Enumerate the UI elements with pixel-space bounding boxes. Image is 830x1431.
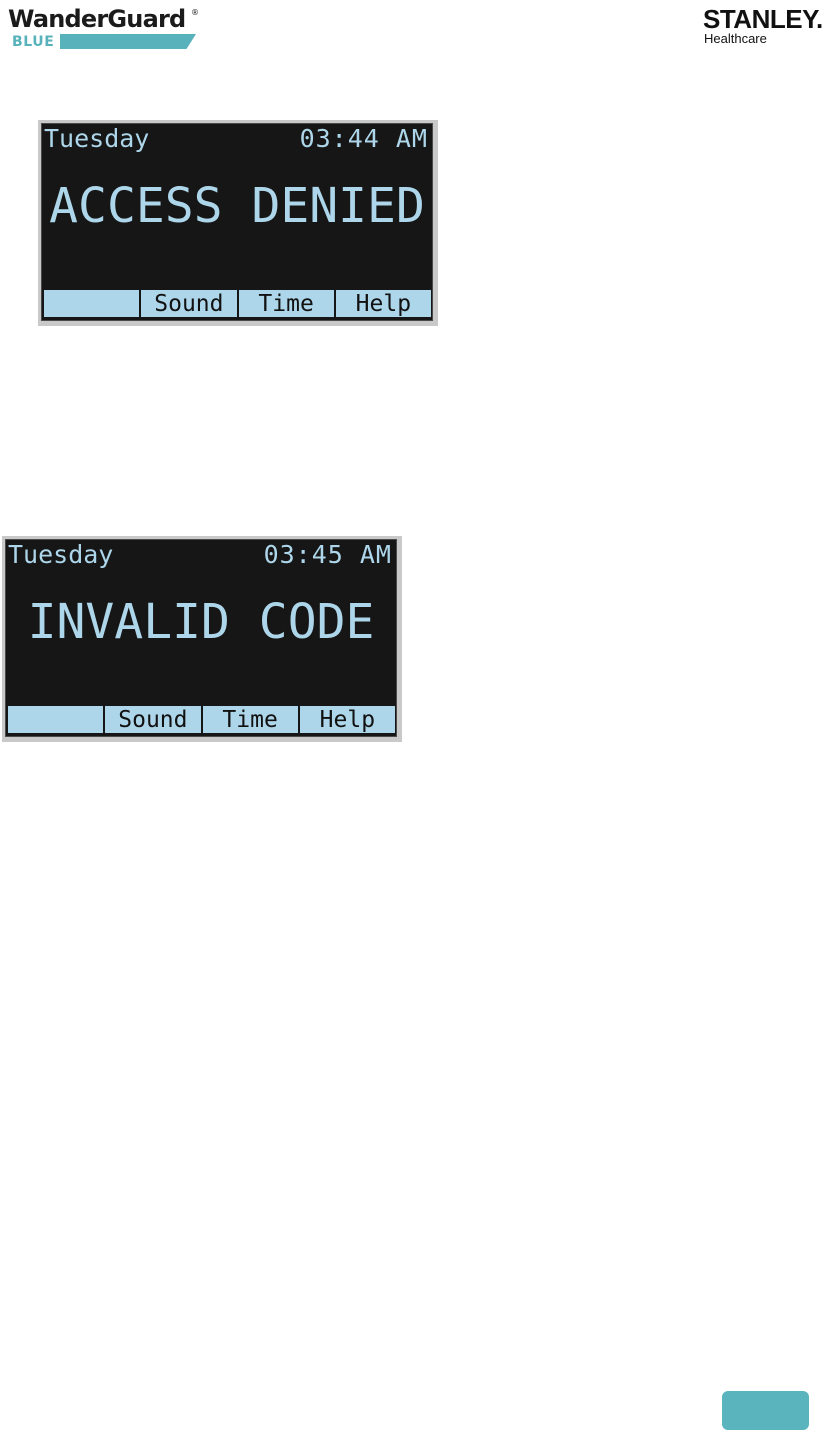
lcd-time: 03:45 AM [264,540,392,570]
stanley-healthcare-logo: STANLEY. Healthcare [703,3,830,47]
logo-accent-bar [60,34,196,49]
footer-button[interactable] [722,1391,809,1430]
stanley-division: Healthcare [704,31,767,47]
lcd-softkey-row: Sound Time Help [44,290,431,317]
softkey-time[interactable]: Time [239,290,336,317]
keypad-lcd-screen: Tuesday 03:45 AM INVALID CODE Sound Time… [2,536,402,742]
lcd-softkey-row: Sound Time Help [8,706,395,733]
softkey-help[interactable]: Help [300,706,395,733]
lcd-day: Tuesday [44,124,149,154]
wanderguard-blue-logo: WanderGuard ® BLUE [8,4,208,48]
softkey-help[interactable]: Help [336,290,431,317]
softkey-blank[interactable] [44,290,141,317]
lcd-day: Tuesday [8,540,113,570]
softkey-sound[interactable]: Sound [105,706,202,733]
lcd-message: INVALID CODE [6,592,396,652]
lcd-display: Tuesday 03:44 AM ACCESS DENIED Sound Tim… [41,123,433,321]
registered-mark: ® [191,8,199,17]
wanderguard-wordmark: WanderGuard [8,4,185,34]
lcd-status-row: Tuesday 03:44 AM [44,124,428,154]
softkey-sound[interactable]: Sound [141,290,238,317]
softkey-blank[interactable] [8,706,105,733]
lcd-display: Tuesday 03:45 AM INVALID CODE Sound Time… [5,539,397,737]
lcd-message: ACCESS DENIED [42,176,432,236]
lcd-time: 03:44 AM [300,124,428,154]
keypad-lcd-screen: Tuesday 03:44 AM ACCESS DENIED Sound Tim… [38,120,438,326]
wanderguard-subline: BLUE [12,33,54,51]
softkey-time[interactable]: Time [203,706,300,733]
lcd-status-row: Tuesday 03:45 AM [8,540,392,570]
